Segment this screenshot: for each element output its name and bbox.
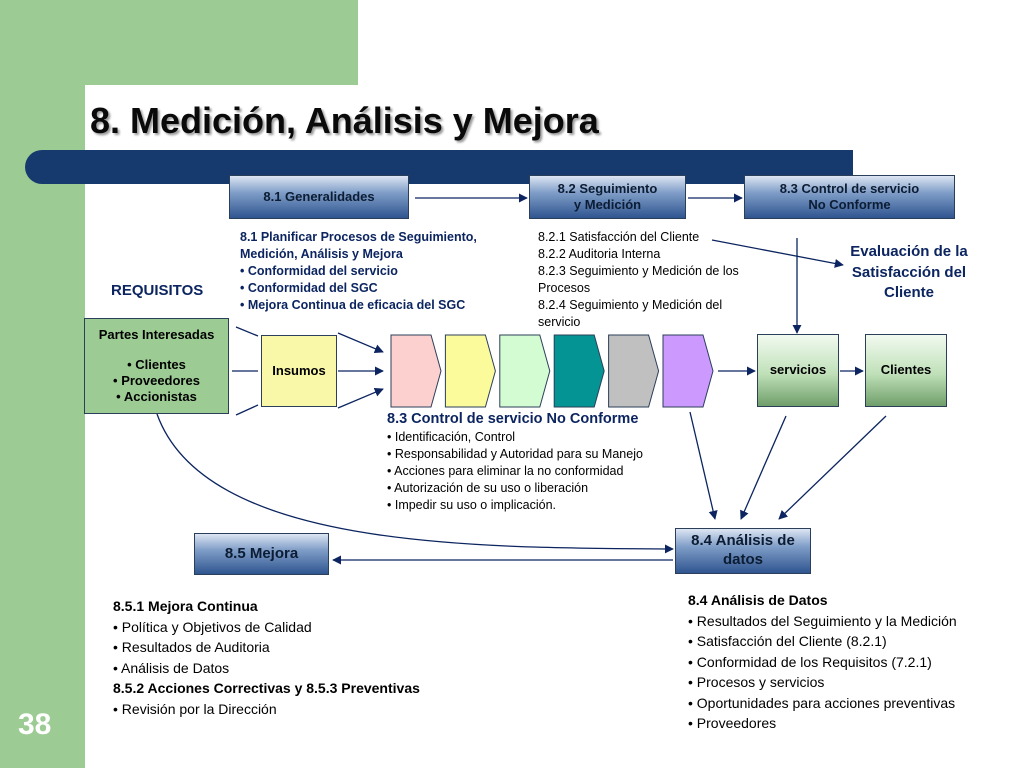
mejora-section-heading: 8.5.1 Mejora Continua (113, 598, 258, 614)
analisis-section-item: • Conformidad de los Requisitos (7.2.1) (688, 653, 932, 670)
control-section: 8.3 Control de servicio No Conforme • Id… (387, 409, 643, 514)
mejora-section-heading: 8.5.2 Acciones Correctivas y 8.5.3 Preve… (113, 680, 420, 696)
analisis-box-line-1: 8.4 Análisis de (691, 532, 795, 550)
generalidades-box: 8.1 Generalidades (229, 175, 409, 219)
process-chevron (553, 334, 605, 408)
partes-item: • Clientes (127, 356, 186, 372)
planificar-text: 8.1 Planificar Procesos de Seguimiento, … (240, 229, 477, 314)
arrow-servicios-to-analisis (740, 415, 787, 520)
page-number: 38 (18, 708, 52, 741)
insumos-label: Insumos (272, 362, 326, 378)
partes-item: • Proveedores (113, 373, 200, 388)
control-section-title: 8.3 Control de servicio No Conforme (387, 411, 639, 427)
top-green-band (85, 0, 358, 85)
control-section-item: • Acciones para eliminar la no conformid… (387, 464, 624, 478)
analisis-section-item: • Procesos y servicios (688, 674, 825, 690)
arrow-clientes-to-analisis (778, 415, 887, 520)
clientes-label: Clientes (880, 362, 932, 378)
control-label-1: 8.3 Control de servicio (779, 180, 920, 196)
seguimiento-item: Procesos (538, 281, 591, 295)
planificar-line: • Conformidad del servicio (240, 264, 398, 278)
control-section-item: • Impedir su uso o implicación. (387, 498, 557, 512)
title-underline-bar (25, 150, 853, 184)
arrow-partes-to-analisis (156, 413, 674, 554)
mejora-section-item: • Resultados de Auditoria (113, 639, 270, 655)
planificar-line: • Mejora Continua de eficacia del SGC (240, 298, 466, 312)
evaluacion-line: Cliente (883, 284, 934, 301)
seguimiento-label-1: 8.2 Seguimiento (557, 180, 658, 196)
partes-interesadas-box: Partes Interesadas • Clientes • Proveedo… (84, 318, 229, 414)
analisis-section: 8.4 Análisis de Datos • Resultados del S… (688, 590, 957, 734)
slide-title: 8. Medición, Análisis y Mejora (90, 100, 599, 141)
analisis-section-item: • Satisfacción del Cliente (8.2.1) (688, 633, 887, 649)
analisis-datos-box: 8.4 Análisis de datos (675, 528, 811, 574)
analisis-box-line-2: datos (722, 551, 763, 568)
arrow-insumos-1 (337, 332, 384, 354)
left-green-band (0, 0, 85, 768)
planificar-line: • Conformidad del SGC (240, 281, 378, 295)
seguimiento-box: 8.2 Seguimiento y Medición (529, 175, 686, 219)
analisis-section-heading: 8.4 Análisis de Datos (688, 592, 828, 608)
evaluacion-line: Evaluación de la (850, 243, 968, 260)
mejora-box: 8.5 Mejora (194, 533, 329, 575)
process-chevron (390, 334, 442, 408)
control-section-item: • Identificación, Control (387, 430, 516, 444)
line-partes-bottom (235, 404, 259, 416)
seguimiento-label-2: y Medición (573, 197, 642, 212)
requisitos-label: REQUISITOS (111, 282, 204, 299)
servicios-label: servicios (769, 362, 827, 378)
control-servicio-box: 8.3 Control de servicio No Conforme (744, 175, 955, 219)
analisis-section-item: • Proveedores (688, 715, 777, 731)
partes-title: Partes Interesadas (98, 326, 215, 342)
mejora-section-item: • Revisión por la Dirección (113, 700, 277, 717)
seguimiento-item: servicio (538, 315, 581, 329)
arrow-to-evaluacion (711, 239, 844, 268)
partes-item: • Accionistas (116, 389, 197, 405)
seguimiento-item: 8.2.2 Auditoria Interna (538, 247, 661, 261)
line-partes-top (235, 326, 259, 337)
mejora-section-item: • Política y Objetivos de Calidad (113, 618, 312, 635)
mejora-section-item: • Análisis de Datos (113, 659, 230, 676)
servicios-box: servicios (757, 334, 839, 407)
clientes-box: Clientes (865, 334, 947, 407)
control-label-2: No Conforme (808, 197, 891, 212)
control-section-item: • Responsabilidad y Autoridad para su Ma… (387, 447, 643, 461)
process-chevron (444, 334, 496, 408)
process-chevron (662, 334, 714, 408)
mejora-box-label: 8.5 Mejora (224, 544, 299, 562)
generalidades-label: 8.1 Generalidades (263, 188, 375, 204)
seguimiento-item: 8.2.1 Satisfacción del Cliente (538, 230, 700, 244)
control-section-item: • Autorización de su uso o liberación (387, 481, 589, 495)
process-chevron (608, 334, 660, 408)
mejora-section: 8.5.1 Mejora Continua • Política y Objet… (113, 596, 420, 719)
process-chevron (499, 334, 551, 408)
arrow-process-to-analisis (689, 411, 718, 520)
seguimiento-list: 8.2.1 Satisfacción del Cliente 8.2.2 Aud… (538, 229, 739, 331)
analisis-section-item: • Oportunidades para acciones preventiva… (688, 694, 956, 711)
seguimiento-item: 8.2.4 Seguimiento y Medición del (538, 298, 723, 312)
evaluacion-line: Satisfacción del (851, 263, 967, 281)
analisis-section-item: • Resultados del Seguimiento y la Medici… (688, 612, 957, 629)
arrow-insumos-3 (337, 387, 384, 409)
insumos-box: Insumos (261, 335, 337, 407)
planificar-line: Medición, Análisis y Mejora (240, 247, 403, 261)
planificar-line: 8.1 Planificar Procesos de Seguimiento, (240, 230, 477, 244)
evaluacion-satisfaccion-text: Evaluación de la Satisfacción del Client… (834, 242, 984, 304)
seguimiento-item: 8.2.3 Seguimiento y Medición de los (538, 264, 739, 278)
